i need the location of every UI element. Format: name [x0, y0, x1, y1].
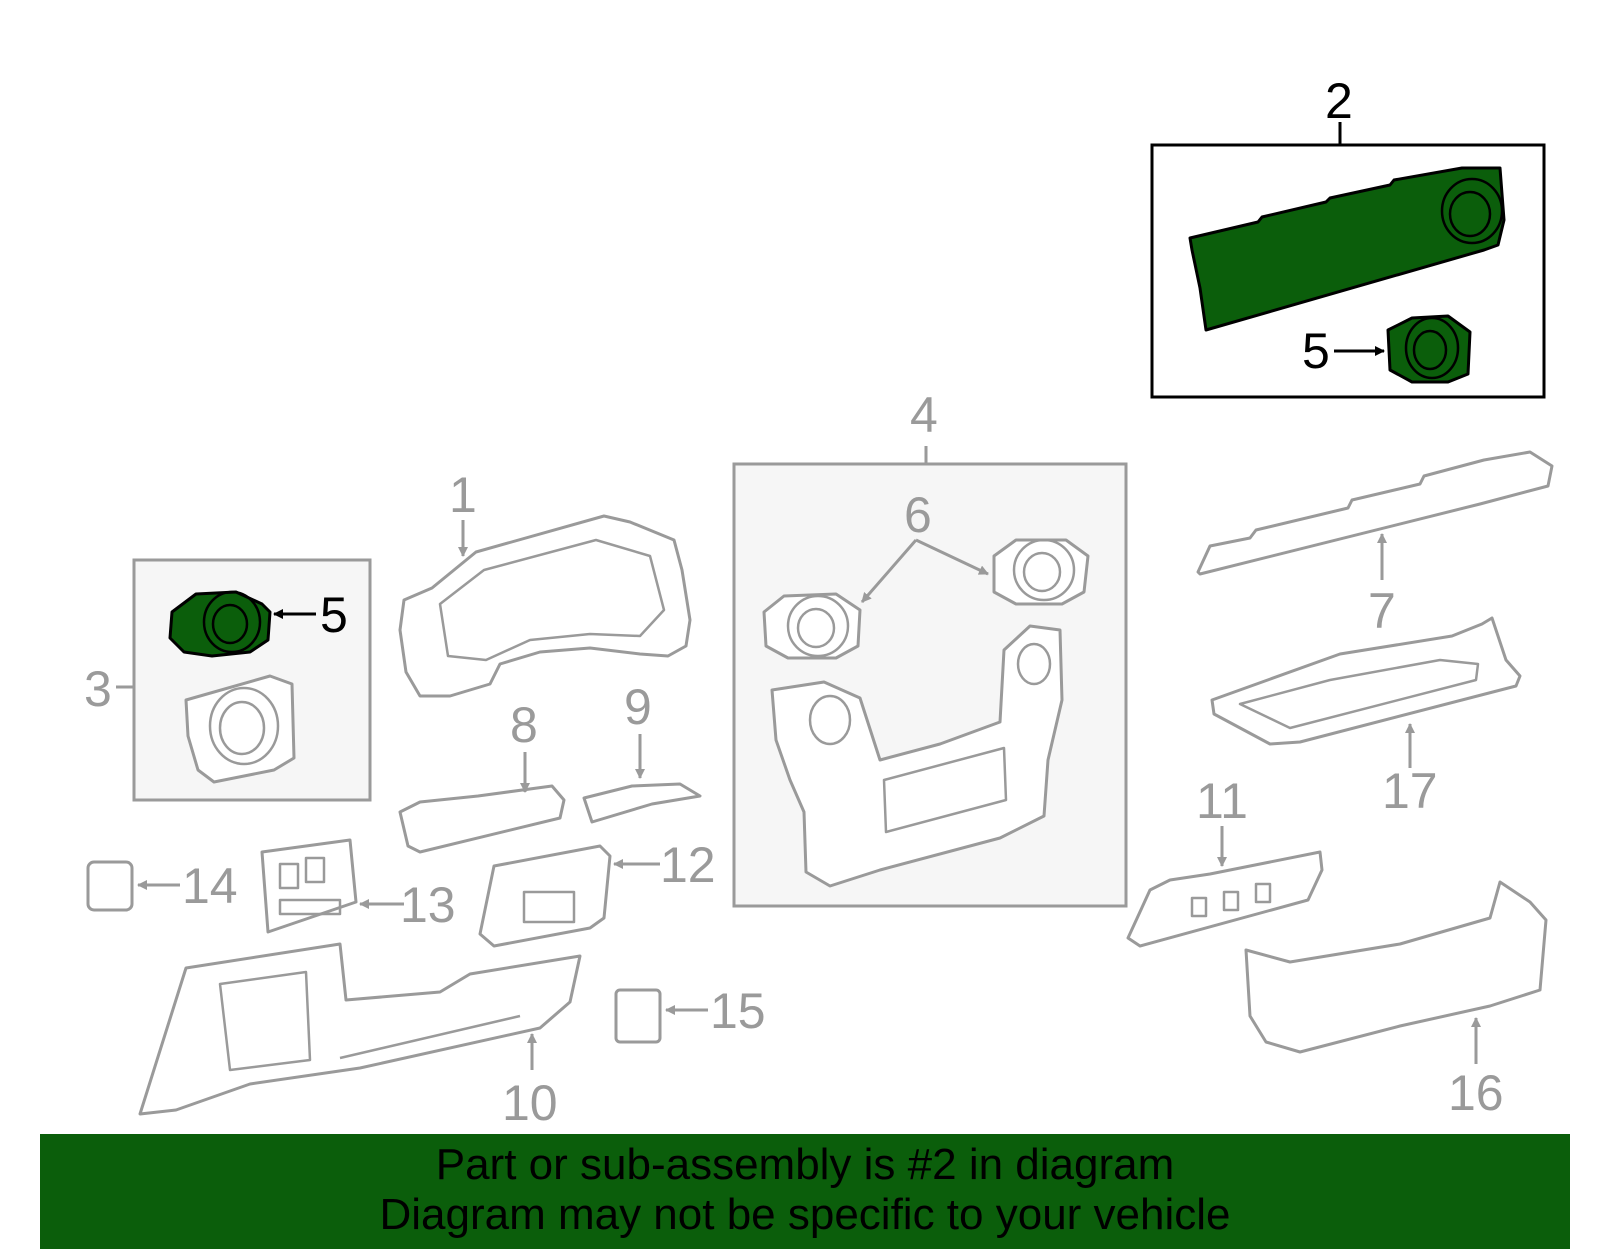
- callout-11: 11: [1196, 773, 1248, 829]
- part-10-lower-dash-panel[interactable]: 10: [138, 942, 582, 1131]
- callout-1: 1: [449, 467, 477, 523]
- callout-12: 12: [660, 837, 716, 893]
- callout-6: 6: [904, 487, 932, 543]
- highlighted-part-2-trim-panel[interactable]: [1188, 166, 1506, 332]
- part-1-cluster-bezel[interactable]: 1: [398, 467, 692, 698]
- callout-5-box3: 5: [320, 587, 348, 643]
- part-17-tray[interactable]: 17: [1210, 616, 1522, 819]
- part-6-vent-right[interactable]: [992, 538, 1090, 606]
- part-9-trim-cover[interactable]: 9: [582, 679, 702, 824]
- callout-4: 4: [910, 387, 938, 443]
- banner-line-2: Diagram may not be specific to your vehi…: [379, 1190, 1231, 1239]
- part-7-upper-trim[interactable]: 7: [1196, 450, 1554, 639]
- part-12-lower-bezel[interactable]: 12: [478, 837, 716, 948]
- callout-5-box2: 5: [1302, 323, 1330, 379]
- part-16-lower-cover[interactable]: 16: [1244, 880, 1548, 1121]
- info-banner: Part or sub-assembly is #2 in diagram Di…: [40, 1134, 1570, 1249]
- part-6-vent-left[interactable]: [762, 592, 862, 660]
- highlighted-part-5-vent-box2[interactable]: 5: [1302, 314, 1472, 384]
- callout-16: 16: [1448, 1065, 1504, 1121]
- callout-6-group: 6: [860, 487, 989, 603]
- part-14-switch[interactable]: 14: [86, 858, 238, 914]
- part-15-switch[interactable]: 15: [614, 983, 766, 1044]
- callout-17: 17: [1382, 763, 1438, 819]
- part-13-switch-panel[interactable]: 13: [260, 838, 456, 934]
- callout-9: 9: [624, 679, 652, 735]
- callout-8: 8: [510, 697, 538, 753]
- part-11-switch-bezel[interactable]: 11: [1126, 773, 1324, 948]
- part-3-vent-bezel[interactable]: [184, 674, 296, 784]
- callout-7: 7: [1368, 583, 1396, 639]
- callout-15: 15: [710, 983, 766, 1039]
- callout-14: 14: [182, 858, 238, 914]
- callout-2: 2: [1325, 73, 1353, 129]
- callout-10: 10: [502, 1075, 558, 1131]
- banner-line-1: Part or sub-assembly is #2 in diagram: [435, 1140, 1175, 1189]
- callout-13: 13: [400, 877, 456, 933]
- highlighted-part-5-vent-box3[interactable]: 5: [168, 587, 348, 658]
- callout-3: 3: [84, 661, 112, 717]
- part-4-center-bezel[interactable]: [770, 624, 1064, 888]
- part-8-trim-strip[interactable]: 8: [398, 697, 566, 854]
